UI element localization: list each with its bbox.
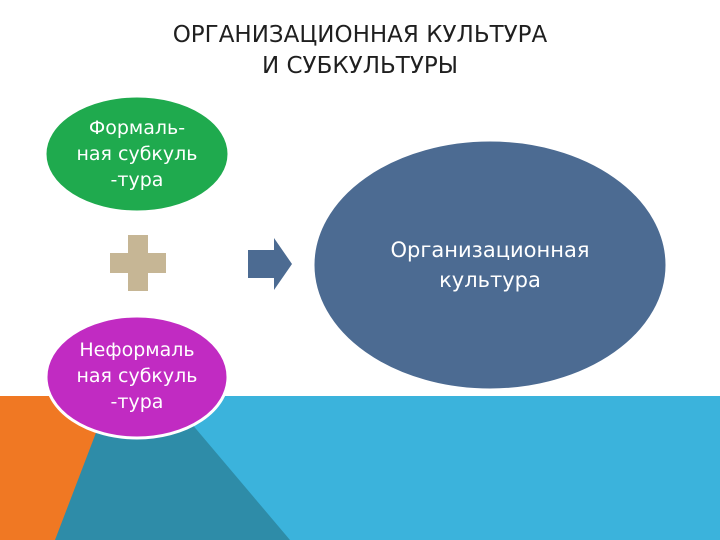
organizational-culture-label: Организационная культура <box>390 238 590 292</box>
slide-title: ОРГАНИЗАЦИОННАЯ КУЛЬТУРА И СУБКУЛЬТУРЫ <box>110 20 610 82</box>
plus-icon <box>110 235 166 291</box>
right-arrow-icon <box>248 238 292 290</box>
bg-light-blue-shape <box>110 396 720 540</box>
slide-title-line1: ОРГАНИЗАЦИОННАЯ КУЛЬТУРА <box>172 22 548 48</box>
slide-title-line2: И СУБКУЛЬТУРЫ <box>261 53 459 79</box>
formal-subculture-label: Формаль- ная субкуль -тура <box>76 117 198 191</box>
formal-subculture-ellipse <box>43 94 231 214</box>
informal-subculture-label: Неформаль ная субкуль -тура <box>76 339 198 413</box>
informal-subculture-ellipse <box>44 314 230 440</box>
organizational-culture-ellipse <box>311 138 669 392</box>
